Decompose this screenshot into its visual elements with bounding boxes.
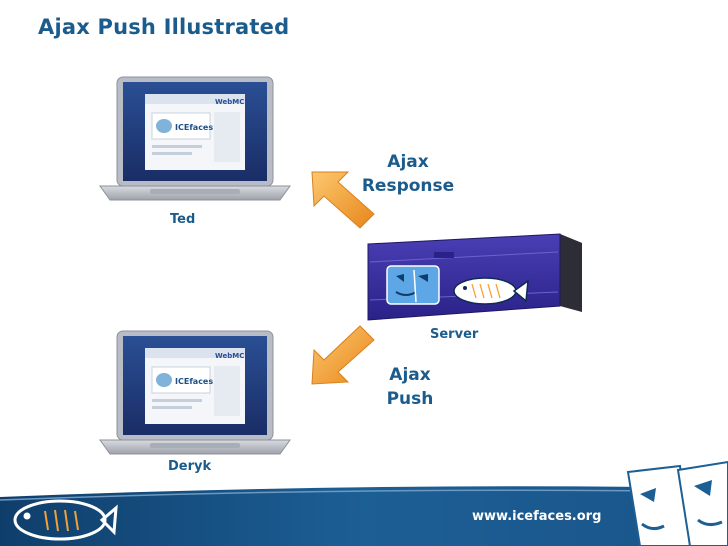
svg-text:ICEfaces: ICEfaces: [175, 123, 213, 132]
client-label-deryk: Deryk: [168, 459, 212, 474]
fish-icon: [453, 277, 529, 305]
svg-text:WebMC: WebMC: [215, 352, 244, 360]
faces-icon: [386, 265, 440, 305]
ajax-push-label: Ajax Push: [370, 363, 450, 411]
client-label-ted: Ted: [170, 212, 196, 227]
laptop-icon-deryk: ICEfaces WebMC: [99, 330, 291, 455]
ajax-push-line1: Ajax: [389, 365, 431, 385]
footer-band: [0, 486, 728, 546]
slide-title: Ajax Push Illustrated: [38, 15, 290, 39]
ajax-response-line2: Response: [361, 176, 455, 196]
footer-url-link[interactable]: www.icefaces.org: [472, 509, 602, 524]
laptop-icon-ted: ICEfaces WebMC: [99, 76, 291, 201]
svg-text:WebMC: WebMC: [215, 98, 244, 106]
footer-fish-icon: [13, 499, 118, 541]
svg-text:ICEfaces: ICEfaces: [175, 377, 213, 386]
server-label: Server: [430, 327, 479, 342]
push-arrow-icon: [311, 325, 375, 385]
footer-faces-icon: [626, 460, 728, 546]
ajax-response-line1: Ajax: [387, 152, 429, 172]
server-icon: [367, 233, 582, 321]
ajax-response-label: Ajax Response: [355, 150, 461, 198]
response-arrow-icon: [311, 171, 375, 229]
ajax-push-line2: Push: [386, 389, 434, 409]
